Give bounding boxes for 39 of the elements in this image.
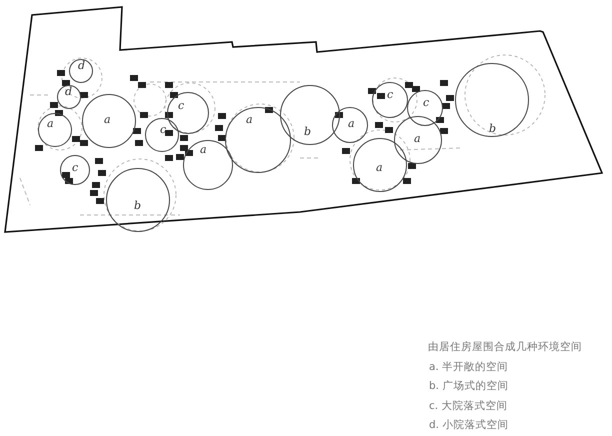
- space-letter: c: [178, 100, 184, 111]
- space-circle: [183, 140, 233, 190]
- space-circle: [38, 113, 72, 147]
- space-circle: [225, 107, 291, 173]
- space-circle: [407, 90, 443, 126]
- caption-text: 由居住房屋围合成几种环境空间: [428, 342, 582, 352]
- space-letter: a: [200, 144, 207, 155]
- space-circle: [280, 85, 340, 145]
- legend-text: a. 半开敞的空间: [429, 362, 508, 372]
- space-letter: a: [47, 118, 54, 129]
- space-letter: a: [104, 114, 111, 125]
- space-circle: [394, 116, 442, 164]
- space-circle: [372, 82, 408, 118]
- space-circle: [69, 59, 93, 83]
- space-letter: c: [423, 97, 430, 108]
- space-letter: b: [304, 126, 312, 137]
- space-letter: a: [414, 133, 421, 144]
- space-circle: [167, 92, 209, 134]
- legend-text: b. 广场式的空间: [429, 381, 508, 392]
- space-circle: [60, 155, 90, 185]
- space-letter: b: [489, 123, 496, 134]
- space-circle: [353, 138, 407, 192]
- space-letter: d: [78, 60, 86, 71]
- space-letter: c: [72, 162, 78, 173]
- space-circle: [455, 63, 529, 137]
- space-letter: b: [134, 200, 142, 211]
- space-letter: c: [160, 124, 166, 135]
- space-circle: [332, 107, 368, 143]
- legend-text: c. 大院落式空间: [429, 400, 508, 411]
- space-letter: d: [65, 86, 72, 97]
- space-circle: [82, 94, 136, 148]
- space-letter: a: [376, 162, 383, 173]
- space-circle: [145, 118, 179, 152]
- space-letter: c: [387, 89, 394, 100]
- space-circle: [106, 168, 170, 232]
- space-letter: a: [348, 118, 355, 129]
- space-circle: [57, 85, 81, 109]
- space-letter: a: [246, 114, 253, 125]
- legend-text: d. 小院落式空间: [429, 420, 508, 430]
